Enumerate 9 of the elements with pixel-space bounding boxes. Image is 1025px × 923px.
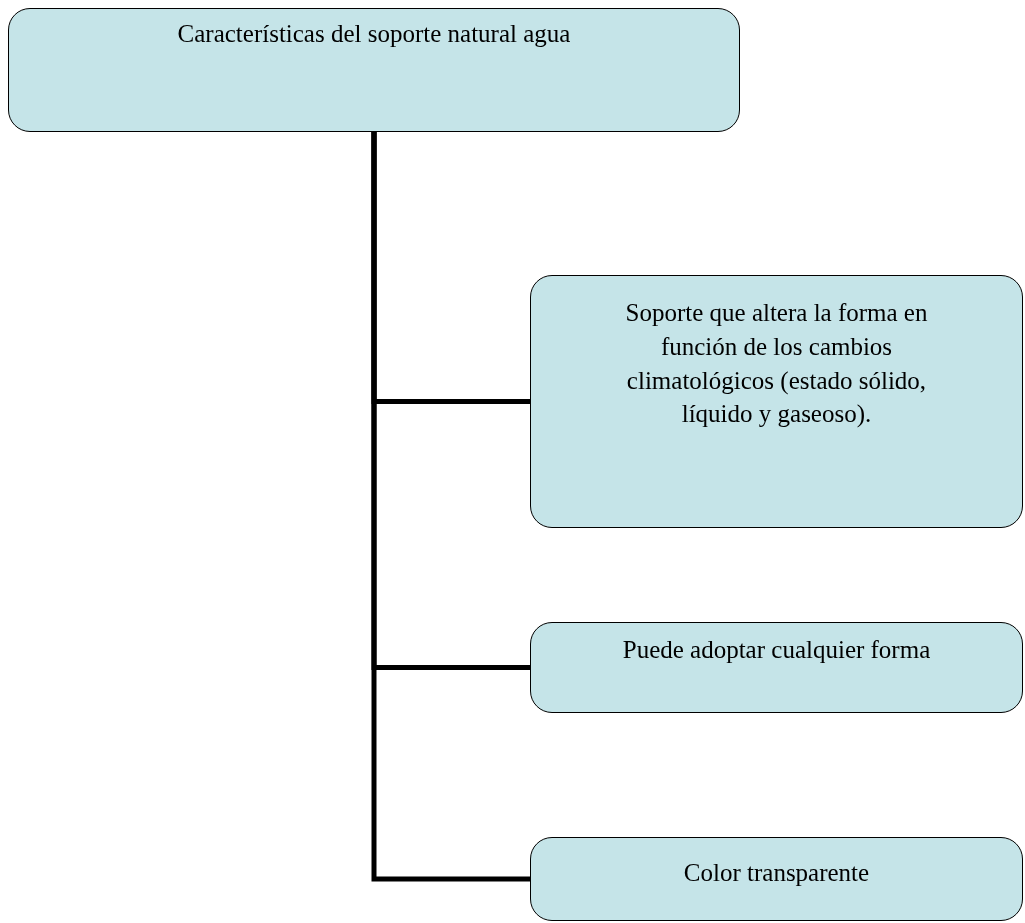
feature-box xyxy=(530,275,1023,528)
connector-line xyxy=(371,132,530,882)
feature-text: Color transparente xyxy=(682,858,871,888)
feature-text: Puede adoptar cualquier forma xyxy=(621,635,932,665)
title-box xyxy=(8,8,740,132)
title-text: Características del soporte natural agua xyxy=(176,19,572,49)
feature-text: Soporte que altera la forma en función de los cambios climatológicos (estado sólido, líquido y gaseoso). xyxy=(624,298,929,430)
feature-box xyxy=(530,622,1023,713)
feature-box xyxy=(530,837,1023,921)
